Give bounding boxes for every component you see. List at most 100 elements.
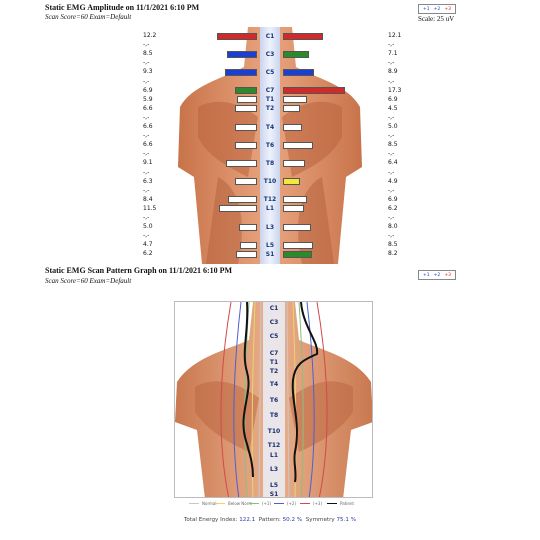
vertebra-label: T10 xyxy=(263,178,277,186)
right-value: -,- xyxy=(388,186,395,194)
symmetry-value: 75.1 % xyxy=(336,517,357,523)
pattern-value: 50.2 % xyxy=(282,517,303,523)
vertebra-label: C1 xyxy=(265,32,275,40)
right-amplitude-bar xyxy=(283,241,313,249)
patient-line-right xyxy=(291,302,319,483)
back-muscle-image xyxy=(178,27,362,264)
right-value: -,- xyxy=(388,132,395,140)
legend-plus1: +1 xyxy=(423,6,430,12)
vertebra-label: L1 xyxy=(266,205,274,213)
left-value: -,- xyxy=(143,77,150,85)
left-amplitude-bar xyxy=(219,205,257,213)
left-amplitude-bar xyxy=(235,178,257,186)
left-amplitude-bar xyxy=(227,50,257,58)
right-value: 6.9 xyxy=(388,95,398,103)
legend-line-swatch xyxy=(327,503,337,504)
pattern-vertebra-label: C3 xyxy=(269,319,279,326)
left-value: -,- xyxy=(143,41,150,49)
right-value: 17.3 xyxy=(388,86,402,94)
pattern-legend-item: (+1) xyxy=(249,501,271,506)
right-amplitude-bar xyxy=(283,250,312,258)
left-amplitude-bar xyxy=(240,241,257,249)
vertebra-label: T6 xyxy=(265,141,275,149)
right-amplitude-bar xyxy=(283,105,300,113)
right-value: 8.9 xyxy=(388,68,398,76)
legend-label: (+2) xyxy=(287,501,297,506)
left-value: -,- xyxy=(143,113,150,121)
right-amplitude-bar xyxy=(283,223,311,231)
left-amplitude-bar xyxy=(228,196,257,204)
pattern-vertebra-label: T12 xyxy=(267,442,281,449)
right-amplitude-bar xyxy=(283,87,345,95)
right-amplitude-bar xyxy=(283,196,307,204)
vertebra-label: L5 xyxy=(266,241,274,249)
right-value: -,- xyxy=(388,113,395,121)
legend-plus2: +2 xyxy=(433,6,441,12)
right-value: -,- xyxy=(388,214,395,221)
right-value: -,- xyxy=(388,232,395,240)
tei-label: Total Energy Index: xyxy=(183,517,238,523)
left-value: 5.9 xyxy=(143,95,153,103)
vertebra-label: T2 xyxy=(265,105,275,113)
tei-value: 122.1 xyxy=(239,517,256,523)
right-value: 4.9 xyxy=(388,177,398,185)
left-value: 4.7 xyxy=(143,241,153,249)
section2-subtitle: Scan Score=60 Exam=Default xyxy=(45,277,132,285)
right-value: -,- xyxy=(388,41,395,49)
vertebra-label: L3 xyxy=(266,223,274,231)
left-value: -,- xyxy=(143,59,150,67)
right-amplitude-bar xyxy=(283,159,305,167)
scale-label: Scale: 25 uV xyxy=(418,15,455,23)
right-value: -,- xyxy=(388,168,395,176)
right-value: -,- xyxy=(388,77,395,85)
pattern-vertebra-label: S1 xyxy=(269,491,279,498)
left-amplitude-bar xyxy=(225,68,257,76)
back-anatomy-illustration xyxy=(178,27,362,264)
left-amplitude-bar xyxy=(235,105,257,113)
legend-plus2-b: +2 xyxy=(433,272,441,278)
left-amplitude-bar xyxy=(217,32,257,40)
pattern-vertebra-label: C5 xyxy=(269,333,279,340)
pattern-legend-item: Patient xyxy=(327,501,354,506)
pattern-vertebra-label: T2 xyxy=(269,368,279,375)
legend-line-swatch xyxy=(215,503,225,504)
vertebra-label: C7 xyxy=(265,87,275,95)
section1-title: Static EMG Amplitude on 11/1/2021 6:10 P… xyxy=(45,3,200,12)
right-amplitude-bar xyxy=(283,96,307,104)
left-value: 12.2 xyxy=(143,32,157,39)
pattern-vertebra-label: L1 xyxy=(270,452,278,459)
right-amplitude-bar xyxy=(283,32,323,40)
pattern-legend-item: (+3) xyxy=(300,501,322,506)
right-amplitude-bar xyxy=(283,205,304,213)
vertebra-label: T12 xyxy=(263,196,277,204)
energy-summary: Total Energy Index: 122.1 Pattern: 50.2 … xyxy=(0,517,540,523)
right-value: 4.5 xyxy=(388,104,398,112)
section1-subtitle: Scan Score=60 Exam=Default xyxy=(45,13,132,21)
left-value: -,- xyxy=(143,132,150,140)
left-value: 6.6 xyxy=(143,141,153,149)
left-value: -,- xyxy=(143,168,150,176)
right-value: 12.1 xyxy=(388,32,402,39)
pattern-label: Pattern: xyxy=(258,517,281,523)
right-value: 6.9 xyxy=(388,195,398,203)
legend-line-swatch xyxy=(189,503,199,504)
right-value: 8.5 xyxy=(388,241,398,249)
legend-plus1-b: +1 xyxy=(423,272,430,278)
right-value: 8.0 xyxy=(388,223,398,231)
legend-box-top: +1 +2 +3 xyxy=(418,4,456,14)
legend-label: (+3) xyxy=(313,501,323,506)
vertebra-label: C5 xyxy=(265,68,275,76)
left-amplitude-bar xyxy=(235,87,257,95)
right-value: -,- xyxy=(388,150,395,158)
legend-box-bottom: +1 +2 +3 xyxy=(418,270,456,280)
right-value: 5.0 xyxy=(388,123,398,130)
left-value: 11.5 xyxy=(143,204,157,212)
left-value: 6.6 xyxy=(143,123,153,130)
pattern-vertebra-label: L5 xyxy=(270,482,278,489)
left-value: 6.3 xyxy=(143,177,153,185)
right-value: 8.5 xyxy=(388,141,398,149)
vertebra-label: T4 xyxy=(265,123,275,131)
scan-pattern-illustration xyxy=(175,302,372,497)
left-amplitude-bar xyxy=(226,159,257,167)
